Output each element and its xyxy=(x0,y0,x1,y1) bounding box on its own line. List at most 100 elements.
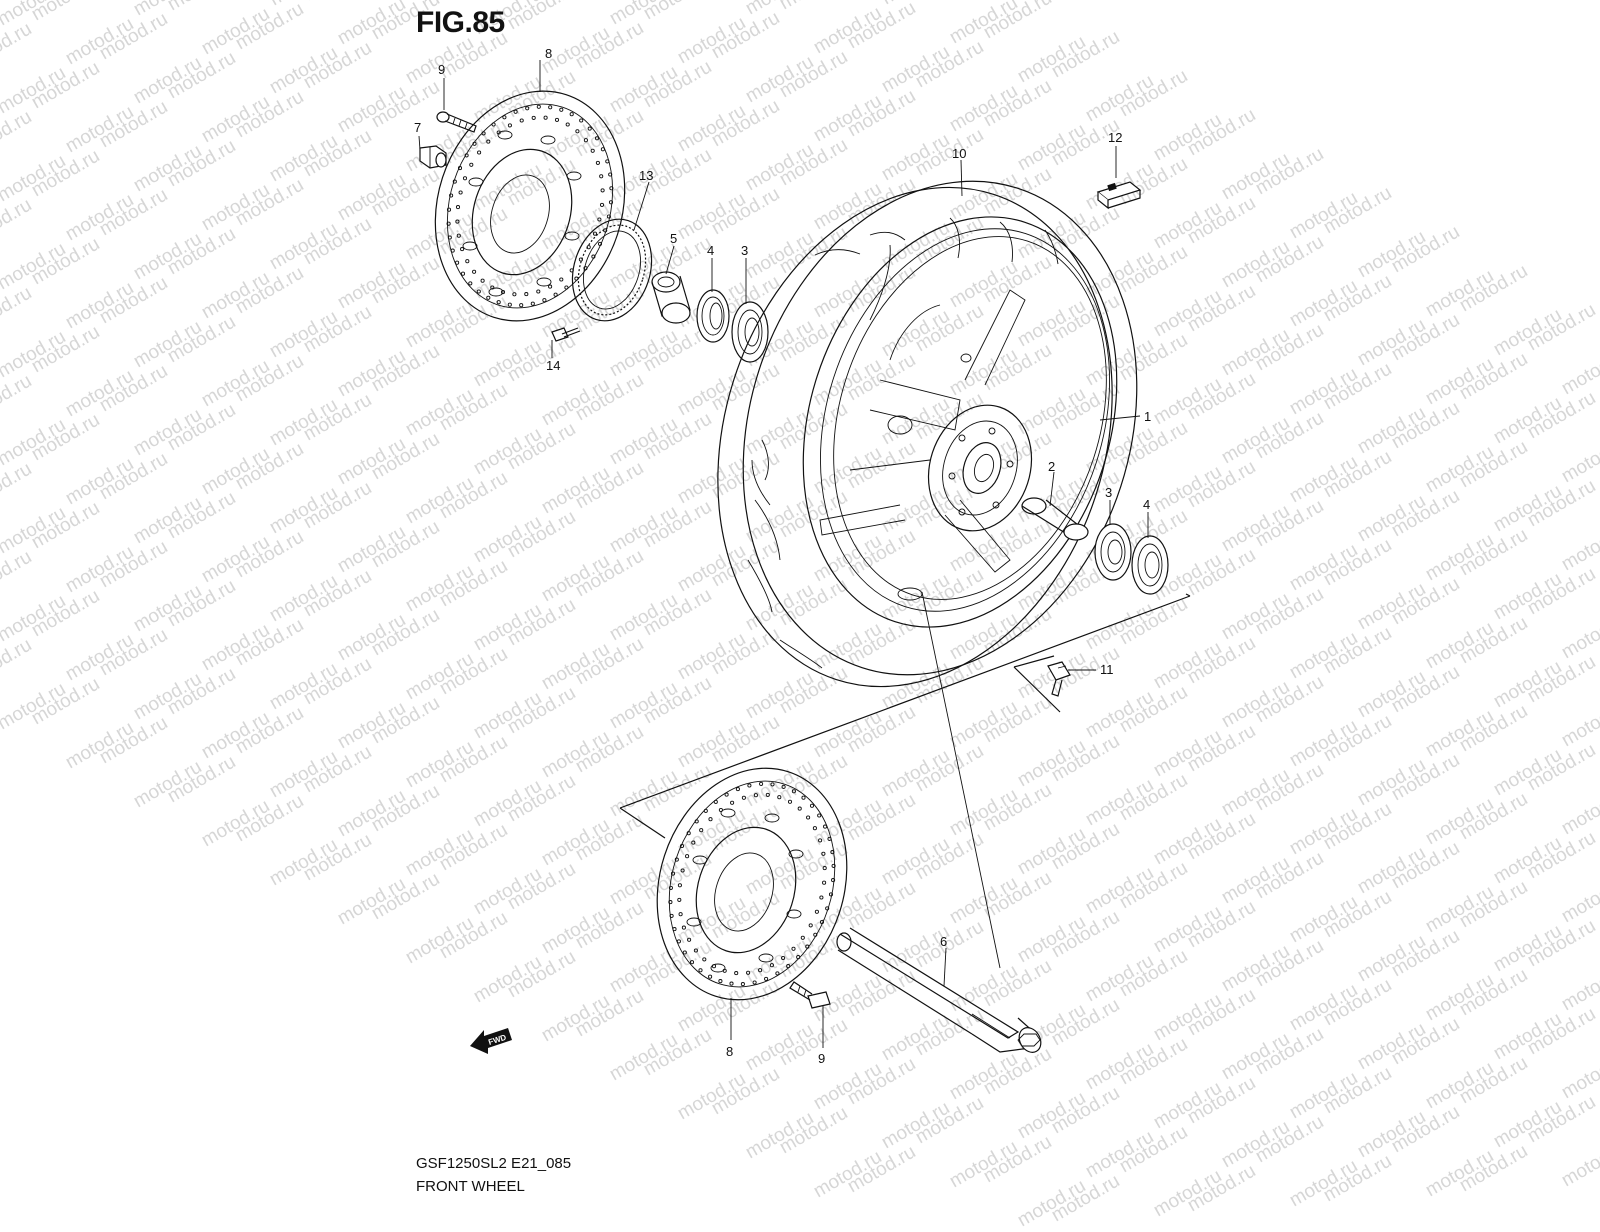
callout-3-upper: 3 xyxy=(741,243,748,258)
vent-hole xyxy=(822,880,827,885)
vent-hole xyxy=(564,285,569,290)
disc-carrier-slots xyxy=(686,808,804,973)
vent-hole xyxy=(449,193,454,198)
vent-hole xyxy=(801,795,806,800)
axle-spacer xyxy=(1021,497,1089,541)
vent-hole xyxy=(669,913,674,918)
vent-hole xyxy=(691,840,696,845)
vent-hole xyxy=(681,925,686,930)
vent-hole xyxy=(818,838,823,843)
vent-hole xyxy=(490,285,495,290)
vent-hole xyxy=(536,104,541,109)
vent-hole xyxy=(597,241,603,246)
vent-hole xyxy=(813,932,818,937)
vent-hole xyxy=(512,292,517,297)
vent-hole xyxy=(446,221,451,226)
callout-4-lower: 4 xyxy=(1143,497,1150,512)
vent-hole xyxy=(587,126,592,131)
balance-weight xyxy=(1096,181,1142,210)
disc-vent-holes xyxy=(446,104,614,308)
vent-hole xyxy=(455,260,460,265)
vent-hole xyxy=(781,784,786,789)
vent-hole xyxy=(752,980,757,985)
vent-hole xyxy=(775,971,780,976)
vent-hole xyxy=(496,300,501,305)
vent-hole xyxy=(822,866,827,871)
vent-hole xyxy=(808,923,813,928)
disc-bolt-lower xyxy=(789,981,831,1009)
vent-hole xyxy=(806,815,811,820)
vent-hole xyxy=(694,819,699,824)
exploded-parts-diagram: FWD 1 2 3 3 4 4 5 6 7 8 8 9 9 10 11 12 1… xyxy=(414,46,1191,1066)
callout-11: 11 xyxy=(1100,662,1114,677)
vent-hole xyxy=(758,968,763,973)
model-code: GSF1250SL2 E21_085 xyxy=(416,1155,572,1172)
vent-hole xyxy=(536,289,541,294)
brake-disc-lower xyxy=(656,767,848,1001)
vent-hole xyxy=(831,878,836,883)
vent-hole xyxy=(468,281,473,286)
vent-hole xyxy=(677,897,682,902)
vent-hole xyxy=(477,150,482,155)
vent-hole xyxy=(578,257,583,262)
vent-hole xyxy=(734,971,739,976)
disc-carrier-slots xyxy=(462,130,582,297)
nut-part xyxy=(419,145,447,169)
callout-13: 13 xyxy=(639,168,653,183)
vent-hole xyxy=(685,854,690,859)
vent-hole xyxy=(513,109,518,114)
vent-hole xyxy=(469,162,474,167)
vent-hole xyxy=(608,172,613,177)
vent-hole xyxy=(600,147,605,152)
callout-6: 6 xyxy=(940,934,947,949)
vent-hole xyxy=(530,301,535,306)
vent-hole xyxy=(817,813,822,818)
vent-hole xyxy=(531,115,536,120)
vent-hole xyxy=(452,179,457,184)
vent-hole xyxy=(827,836,832,841)
vent-hole xyxy=(507,302,512,307)
vent-hole xyxy=(502,115,507,120)
disc-bolt-upper xyxy=(436,111,477,133)
oil-seal-lower xyxy=(1131,535,1169,595)
bearing-upper xyxy=(731,301,769,363)
vent-hole xyxy=(446,207,452,212)
forward-direction-arrow: FWD xyxy=(470,1028,512,1054)
vent-hole xyxy=(787,799,793,804)
leader-lines xyxy=(418,60,1149,1048)
vent-hole xyxy=(812,826,817,831)
vent-hole xyxy=(600,188,605,193)
callout-2: 2 xyxy=(1048,459,1055,474)
callout-9-lower: 9 xyxy=(818,1051,825,1066)
vent-hole xyxy=(519,118,524,123)
callout-14: 14 xyxy=(546,358,560,373)
vent-hole xyxy=(608,200,614,205)
callout-labels: 1 2 3 3 4 4 5 6 7 8 8 9 9 10 11 12 13 14 xyxy=(414,46,1151,1066)
vent-hole xyxy=(583,138,588,143)
vent-hole xyxy=(765,792,770,797)
vent-hole xyxy=(548,105,553,110)
vent-hole xyxy=(702,957,707,962)
vent-hole xyxy=(574,276,579,281)
vent-hole xyxy=(447,235,452,240)
vent-hole xyxy=(525,106,530,111)
vent-hole xyxy=(592,231,598,236)
vent-hole xyxy=(713,799,718,804)
vent-hole xyxy=(553,292,558,297)
vent-hole xyxy=(554,117,560,122)
vent-hole xyxy=(746,970,751,975)
vent-hole xyxy=(575,129,580,134)
vent-hole xyxy=(730,800,735,805)
vent-hole xyxy=(809,803,815,808)
vent-hole xyxy=(800,935,805,940)
vent-hole xyxy=(480,278,485,283)
hub-bolt-holes xyxy=(948,427,1014,516)
bearing-lower xyxy=(1094,523,1132,581)
vent-hole xyxy=(591,254,596,259)
vent-hole xyxy=(524,292,529,297)
vent-hole xyxy=(599,202,605,207)
vent-hole xyxy=(464,153,469,158)
vent-hole xyxy=(455,205,461,210)
callout-5: 5 xyxy=(670,231,677,246)
vent-hole xyxy=(821,851,826,856)
